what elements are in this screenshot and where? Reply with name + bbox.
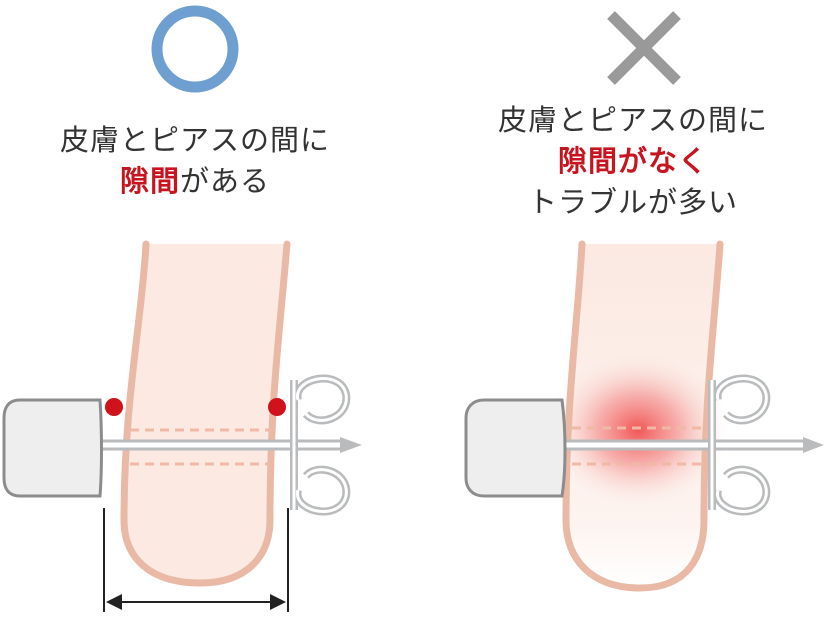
earlobe-left: [124, 244, 287, 583]
earring-front-cap-left: [2, 398, 103, 498]
earlobe-left-outline: [120, 240, 291, 587]
bad-caption-highlight: 隙間がなく: [557, 144, 708, 178]
good-caption-line1: 皮膚とピアスの間に: [59, 123, 330, 157]
good-example-panel: 皮膚とピアスの間に 隙間がある: [0, 120, 390, 202]
gap-marker-right: [268, 398, 286, 416]
gap-dimension-arrow: [103, 508, 289, 612]
bad-example-panel: 皮膚とピアスの間に 隙間がなく トラブルが多い: [413, 0, 826, 624]
correct-symbol-circle: [151, 5, 239, 93]
earring-tip-right: [803, 437, 824, 453]
bad-caption-line1: 皮膚とピアスの間に: [497, 103, 768, 137]
earring-tip-left: [340, 437, 362, 453]
bad-caption: 皮膚とピアスの間に 隙間がなく トラブルが多い: [433, 100, 826, 223]
earring-front-cap-right: [464, 398, 567, 498]
good-caption-highlight: 隙間: [119, 164, 180, 198]
good-caption-rest: がある: [180, 164, 271, 198]
gap-marker-left: [105, 398, 123, 416]
bad-caption-line3: トラブルが多い: [527, 185, 738, 219]
inflammation-area: [546, 352, 730, 508]
good-caption: 皮膚とピアスの間に 隙間がある: [0, 120, 390, 202]
incorrect-symbol-cross: [607, 11, 681, 85]
